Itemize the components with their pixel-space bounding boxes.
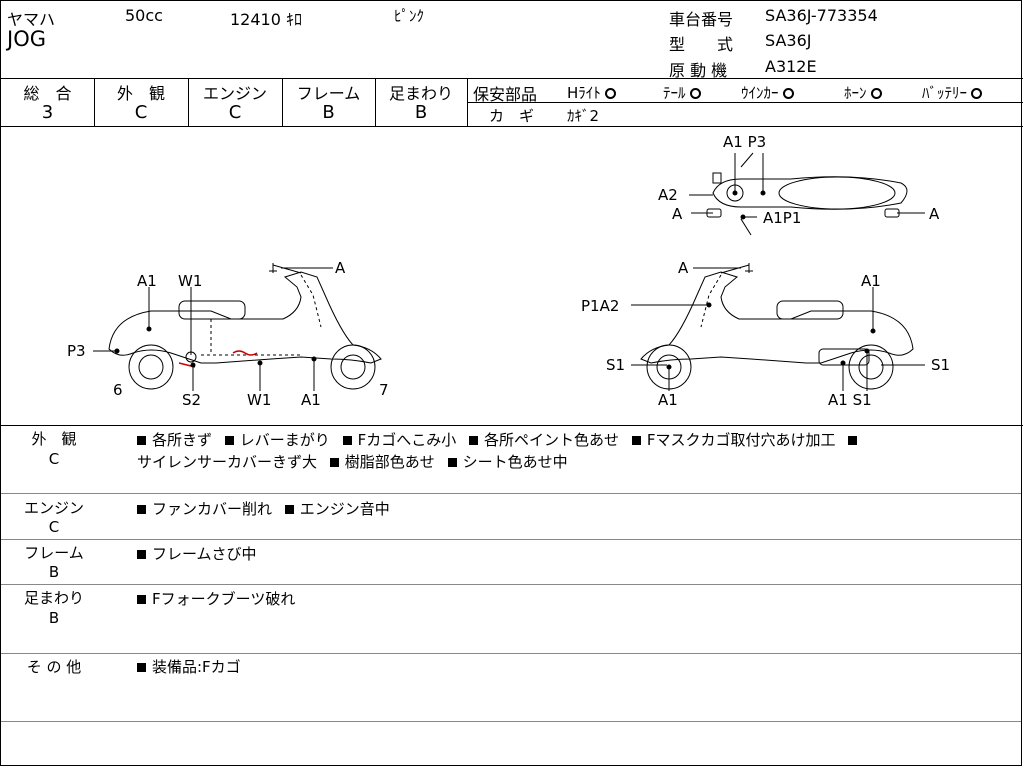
ok-mark-icon xyxy=(604,88,616,99)
diag-label: A1P1 xyxy=(763,209,801,227)
bullet-square-icon xyxy=(342,435,352,445)
bullet-square-icon xyxy=(469,435,479,445)
remark-line: フレームさび中 xyxy=(137,543,257,564)
bullet-square-icon xyxy=(447,457,457,467)
bullet-square-icon xyxy=(137,504,146,514)
engine-label: 原 動 機 xyxy=(669,61,728,80)
remark-line: Fフォークブーツ破れ xyxy=(137,588,295,609)
ok-mark-icon xyxy=(971,88,983,99)
bullet-square-icon xyxy=(137,549,146,559)
scooter-top-view xyxy=(706,152,908,236)
bullet-square-icon xyxy=(137,594,146,604)
remark-line: 装備品:Fカゴ xyxy=(137,656,241,677)
color: ﾋﾟﾝｸ xyxy=(394,7,425,25)
bullet-square-icon xyxy=(224,435,234,445)
bullet-square-icon xyxy=(284,504,294,514)
remark-line: サイレンサーカバーきず大 樹脂部色あせ シート色あせ中 xyxy=(137,453,568,471)
safety-label: 保安部品 xyxy=(473,85,538,104)
safety-battery: ﾊﾞｯﾃﾘｰ xyxy=(922,82,983,103)
diag-label: A xyxy=(335,259,346,277)
model-name: JOG xyxy=(7,27,46,51)
remark-line: ファンカバー削れ エンジン音中 xyxy=(137,498,390,519)
scooter-right-view xyxy=(640,263,914,390)
safety-horn: ﾎｰﾝ xyxy=(844,82,882,103)
diag-label: A1 xyxy=(861,272,881,290)
safety-winker: ｳｲﾝｶｰ xyxy=(741,82,794,103)
diag-label: W1 xyxy=(178,272,202,290)
key-label: カ ギ xyxy=(489,107,535,125)
frame-no: SA36J-773354 xyxy=(765,6,878,25)
maker: ヤマハ xyxy=(7,10,56,29)
diag-label: A xyxy=(929,205,940,223)
diag-label: P1A2 xyxy=(581,297,619,315)
diag-label: A2 xyxy=(658,186,678,204)
diag-label: A1 xyxy=(137,272,157,290)
bullet-square-icon xyxy=(137,435,146,445)
diag-label: W1 xyxy=(247,391,271,409)
ok-mark-icon xyxy=(870,88,882,99)
ok-mark-icon xyxy=(689,88,701,99)
key-value: ｶｷﾞ2 xyxy=(567,107,600,125)
diag-label: A1 P3 xyxy=(723,133,766,151)
diag-label: P3 xyxy=(67,342,86,360)
safety-headlight: Hﾗｲﾄ xyxy=(567,82,616,103)
diag-label: 6 xyxy=(113,381,123,399)
engine-value: A312E xyxy=(765,57,817,76)
damage-diagram: A1 W1 A P3 6 S2 W1 A1 7 A A1 P1A2 S1 A1 … xyxy=(67,133,950,409)
diag-label: A1 xyxy=(658,391,678,409)
safety-tail: ﾃｰﾙ xyxy=(663,82,701,103)
diag-label: A1 xyxy=(301,391,321,409)
diag-label: A1 S1 xyxy=(828,391,872,409)
diag-label: 7 xyxy=(379,381,389,399)
mileage: 12410 ｷﾛ xyxy=(230,10,302,29)
remark-line: 各所きず レバーまがり Fカゴへこみ小 各所ペイント色あせ Fマスクカゴ取付穴あ… xyxy=(137,429,863,450)
diag-label: S1 xyxy=(931,356,950,374)
bullet-square-icon xyxy=(848,435,858,445)
diag-label: S2 xyxy=(182,391,201,409)
diag-label: A xyxy=(678,259,689,277)
displacement: 50cc xyxy=(125,6,163,25)
frame-no-label: 車台番号 xyxy=(669,10,734,29)
type-value: SA36J xyxy=(765,31,812,50)
bullet-square-icon xyxy=(631,435,641,445)
bullet-square-icon xyxy=(329,457,339,467)
diag-label: S1 xyxy=(606,356,625,374)
diag-label: A xyxy=(672,205,683,223)
ok-mark-icon xyxy=(782,88,794,99)
type-label: 型 式 xyxy=(669,35,734,54)
damage-mark xyxy=(232,350,258,356)
bullet-square-icon xyxy=(137,662,146,672)
